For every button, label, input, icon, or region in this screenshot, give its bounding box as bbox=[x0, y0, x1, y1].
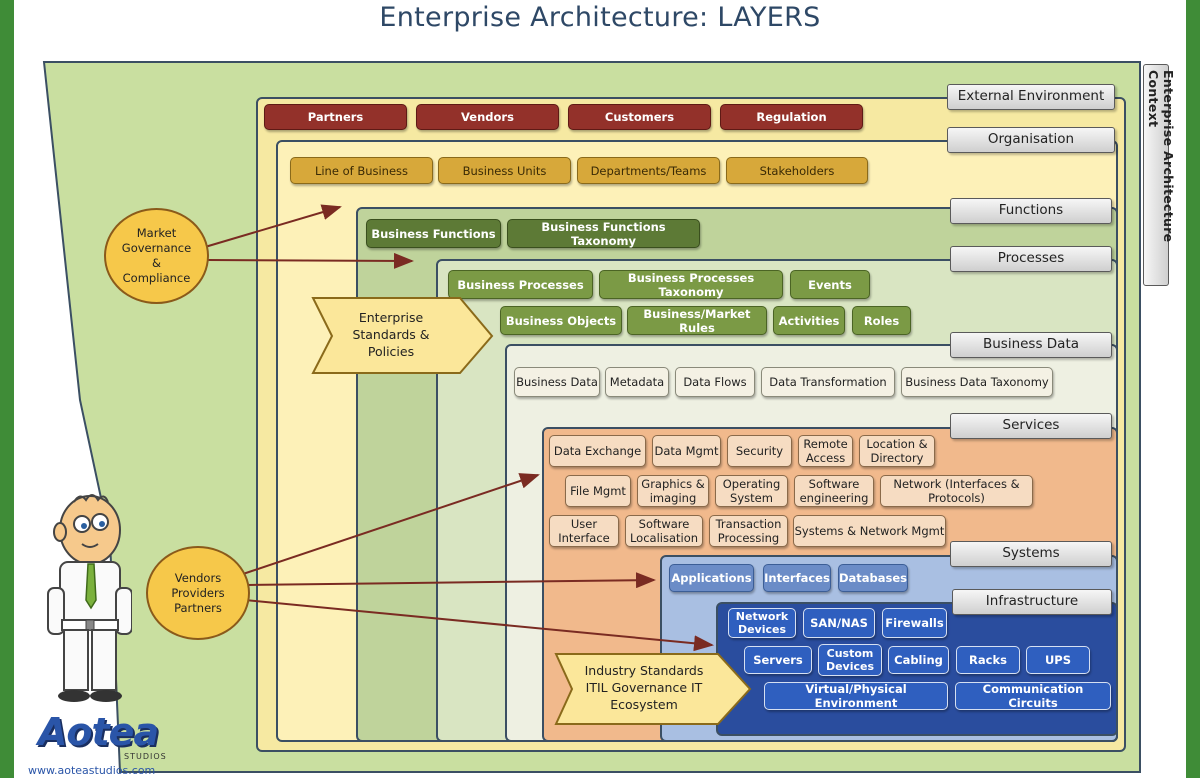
market-governance-label: Market Governance & Compliance bbox=[121, 226, 192, 285]
services-item: Operating System bbox=[715, 475, 788, 507]
processes-item: Business Processes bbox=[448, 270, 593, 299]
business-data-item: Data Flows bbox=[675, 367, 755, 397]
industry-standards-shape bbox=[554, 653, 752, 725]
services-item: Transaction Processing bbox=[709, 515, 788, 547]
infrastructure-item: Virtual/Physical Environment bbox=[764, 682, 948, 710]
systems-item: Databases bbox=[838, 564, 908, 592]
organisation-item: Line of Business bbox=[290, 157, 433, 184]
tag-systems: Systems bbox=[950, 541, 1112, 567]
organisation-item: Business Units bbox=[438, 157, 571, 184]
external-item: Vendors bbox=[416, 104, 559, 130]
infrastructure-item: Servers bbox=[744, 646, 812, 674]
services-item: Location & Directory bbox=[859, 435, 935, 467]
processes-item: Business Processes Taxonomy bbox=[599, 270, 783, 299]
services-item: Data Exchange bbox=[549, 435, 646, 467]
processes-item: Events bbox=[790, 270, 870, 299]
vendors-label: Vendors Providers Partners bbox=[171, 570, 225, 615]
context-label: Enterprise Architecture Context bbox=[1146, 70, 1176, 243]
aotea-logo-sub: STUDIOS bbox=[124, 752, 167, 761]
vendor-arrows bbox=[239, 473, 714, 652]
external-item: Regulation bbox=[720, 104, 863, 130]
processes-item: Activities bbox=[773, 306, 845, 335]
services-item: Systems & Network Mgmt bbox=[793, 515, 946, 547]
tag-processes: Processes bbox=[950, 246, 1112, 272]
context-tag bbox=[1143, 64, 1169, 286]
processes-item: Business Objects bbox=[500, 306, 622, 335]
market-arrows bbox=[204, 204, 414, 269]
business-data-item: Business Data bbox=[514, 367, 600, 397]
infrastructure-item: UPS bbox=[1026, 646, 1090, 674]
aotea-logo: Aotea STUDIOS bbox=[30, 710, 190, 768]
services-item: Software engineering bbox=[794, 475, 874, 507]
external-item: Partners bbox=[264, 104, 407, 130]
organisation-item: Departments/Teams bbox=[577, 157, 720, 184]
services-item: Network (Interfaces & Protocols) bbox=[880, 475, 1033, 507]
vendors-circle: Vendors Providers Partners bbox=[146, 546, 250, 640]
processes-item: Roles bbox=[852, 306, 911, 335]
infrastructure-item: Cabling bbox=[888, 646, 949, 674]
services-item: User Interface bbox=[549, 515, 619, 547]
systems-item: Applications bbox=[669, 564, 754, 592]
systems-item: Interfaces bbox=[763, 564, 831, 592]
business-data-item: Metadata bbox=[605, 367, 669, 397]
tag-services: Services bbox=[950, 413, 1112, 439]
processes-item: Business/Market Rules bbox=[627, 306, 767, 335]
services-item: Graphics & imaging bbox=[637, 475, 709, 507]
enterprise-standards-shape bbox=[311, 297, 494, 374]
right-frame-bar bbox=[1186, 0, 1200, 778]
functions-item: Business Functions bbox=[366, 219, 501, 248]
infrastructure-item: Communication Circuits bbox=[955, 682, 1111, 710]
infrastructure-item: Firewalls bbox=[882, 608, 947, 638]
tag-organisation: Organisation bbox=[947, 127, 1115, 153]
industry-standards-label: Industry Standards ITIL Governance IT Ec… bbox=[584, 663, 704, 712]
services-item: Data Mgmt bbox=[652, 435, 721, 467]
page-title: Enterprise Architecture: LAYERS bbox=[379, 2, 821, 33]
tag-business-data: Business Data bbox=[950, 332, 1112, 358]
tag-functions: Functions bbox=[950, 198, 1112, 224]
market-governance-circle: Market Governance & Compliance bbox=[104, 208, 209, 304]
services-item: File Mgmt bbox=[565, 475, 631, 507]
services-item: Software Localisation bbox=[625, 515, 703, 547]
enterprise-standards-label: Enterprise Standards & Policies bbox=[352, 310, 430, 359]
external-item: Customers bbox=[568, 104, 711, 130]
infrastructure-item: SAN/NAS bbox=[803, 608, 875, 638]
logo-url: www.aoteastudios.com bbox=[28, 764, 156, 777]
business-data-item: Data Transformation bbox=[761, 367, 895, 397]
business-data-item: Business Data Taxonomy bbox=[901, 367, 1053, 397]
cartoon-person-illustration bbox=[47, 494, 132, 702]
infrastructure-item: Racks bbox=[956, 646, 1020, 674]
tag-infrastructure: Infrastructure bbox=[952, 589, 1112, 615]
infrastructure-item: Network Devices bbox=[728, 608, 796, 638]
aotea-logo-wordmark: Aotea bbox=[38, 710, 159, 754]
services-item: Remote Access bbox=[798, 435, 853, 467]
organisation-item: Stakeholders bbox=[726, 157, 868, 184]
left-frame-bar bbox=[0, 0, 14, 778]
infrastructure-item: Custom Devices bbox=[818, 644, 882, 676]
functions-item: Business Functions Taxonomy bbox=[507, 219, 700, 248]
tag-external-environment: External Environment bbox=[947, 84, 1115, 110]
services-item: Security bbox=[727, 435, 792, 467]
